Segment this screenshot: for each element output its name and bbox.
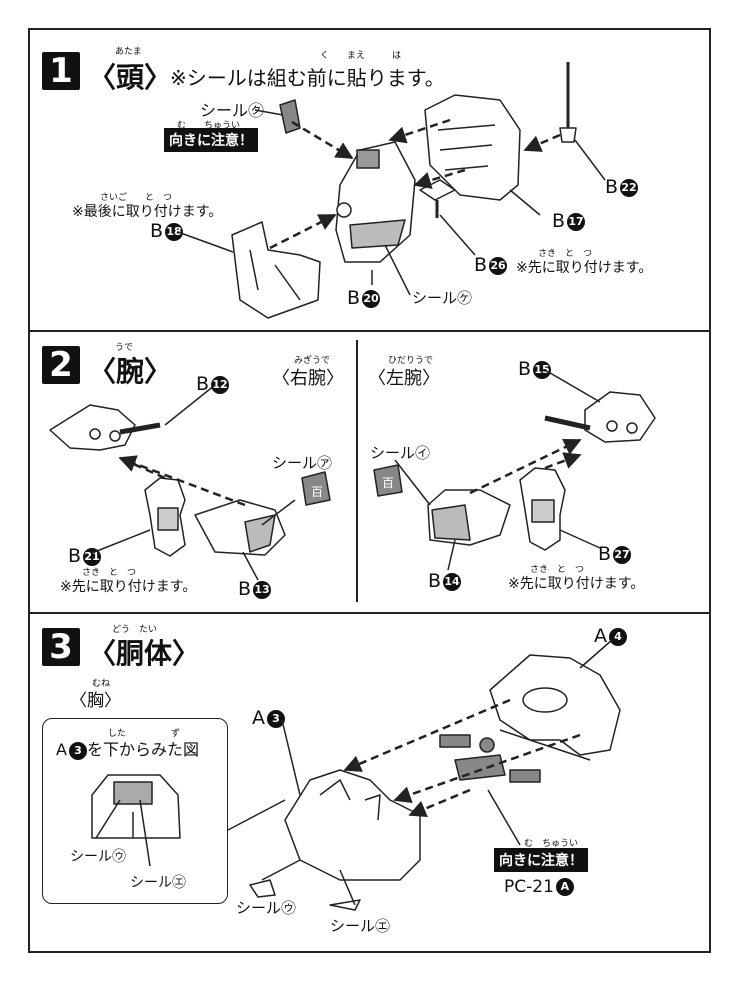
box-seal-e: シール㋓ [130, 875, 186, 891]
bottom-view-box [42, 718, 228, 904]
step1-title-ruby: あたま [115, 47, 142, 57]
first-note-l-ruby: さき と つ [530, 565, 585, 575]
seal-e-label: シール㋓ [330, 917, 391, 935]
divider-arms [356, 340, 358, 602]
left-arm-heading: 〈左腕〉 [368, 368, 440, 389]
right-shoulder-part-b12 [49, 404, 161, 451]
step3-title-ruby: どう たい [112, 625, 158, 635]
sticker-i-char: 百 [382, 476, 394, 490]
right-upperarm-part-b21 [144, 477, 186, 557]
warning1-ruby: む ちゅうい [177, 121, 241, 131]
right-arm-heading: 〈右腕〉 [272, 368, 344, 389]
box-title-ruby: した ず [108, 729, 181, 739]
divider-step2 [28, 612, 711, 614]
first-note-r-ruby: さき と つ [82, 568, 137, 578]
chest-ruby: むね [92, 679, 111, 689]
box-seal-u: シール㋒ [70, 849, 126, 865]
first-note1-ruby: さき と つ [538, 249, 593, 259]
left-arm-ruby: ひだりうで [388, 356, 434, 366]
antenna-part-b22 [559, 62, 577, 143]
seal-ku-label: シール㋗ [200, 101, 265, 120]
step2-title-ruby: うで [115, 343, 134, 353]
sensor-part-b26 [419, 179, 456, 218]
step1-title: 〈頭〉 [88, 61, 173, 94]
sticker-e [329, 899, 361, 911]
sticker-i [373, 464, 403, 497]
seal-ke-label: シール㋘ [412, 289, 473, 307]
warning3-ruby: む ちゅうい [524, 839, 579, 849]
divider-step1 [28, 330, 711, 332]
polycap-pc21 [439, 734, 541, 783]
first-note-right-arm: ※先に取り付けます。 [60, 579, 197, 595]
step2-title: 〈腕〉 [88, 355, 173, 388]
chest-heading: 〈胸〉 [70, 691, 121, 711]
right-shield-part-b13 [194, 499, 286, 556]
last-note: ※最後に取り付けます。 [72, 204, 223, 220]
sticker-u [249, 879, 276, 898]
step3-number: 3 [42, 628, 80, 666]
sticker-ku [279, 99, 301, 134]
left-shield-part-b14 [427, 489, 511, 546]
step1-note: ※シールは組む前に貼ります。 [170, 66, 445, 90]
warning-badge-1: 向きに注意！ [164, 128, 258, 152]
instruction-frame [28, 28, 711, 953]
seal-u-label: シール㋒ [236, 899, 297, 917]
right-arm-ruby: みぎうで [294, 356, 331, 366]
step3-title: 〈胴体〉 [88, 637, 201, 670]
left-upperarm-part-b27 [519, 467, 566, 551]
step1-number: 1 [42, 52, 80, 90]
chest-part-a3 [284, 769, 421, 881]
sticker-a [301, 471, 331, 506]
first-note-1: ※先に取り付けます。 [516, 260, 653, 276]
step2-number: 2 [42, 346, 80, 384]
first-note-left-arm: ※先に取り付けます。 [508, 576, 645, 592]
chest-bottom-view [91, 774, 181, 839]
seal-a-label: シール㋐ [272, 454, 333, 472]
seal-i-label: シール㋑ [370, 444, 431, 462]
head-front-part-b20 [335, 141, 416, 263]
warning-badge-3: 向きに注意！ [494, 848, 588, 872]
left-shoulder-part-b15 [544, 391, 656, 443]
face-plate-part-b18 [231, 221, 321, 319]
step1-note-ruby: く まえ は [320, 51, 402, 61]
backpack-part-a4 [489, 654, 621, 761]
sticker-a-char: 百 [311, 485, 323, 499]
last-note-ruby: さいご と つ [100, 193, 173, 203]
